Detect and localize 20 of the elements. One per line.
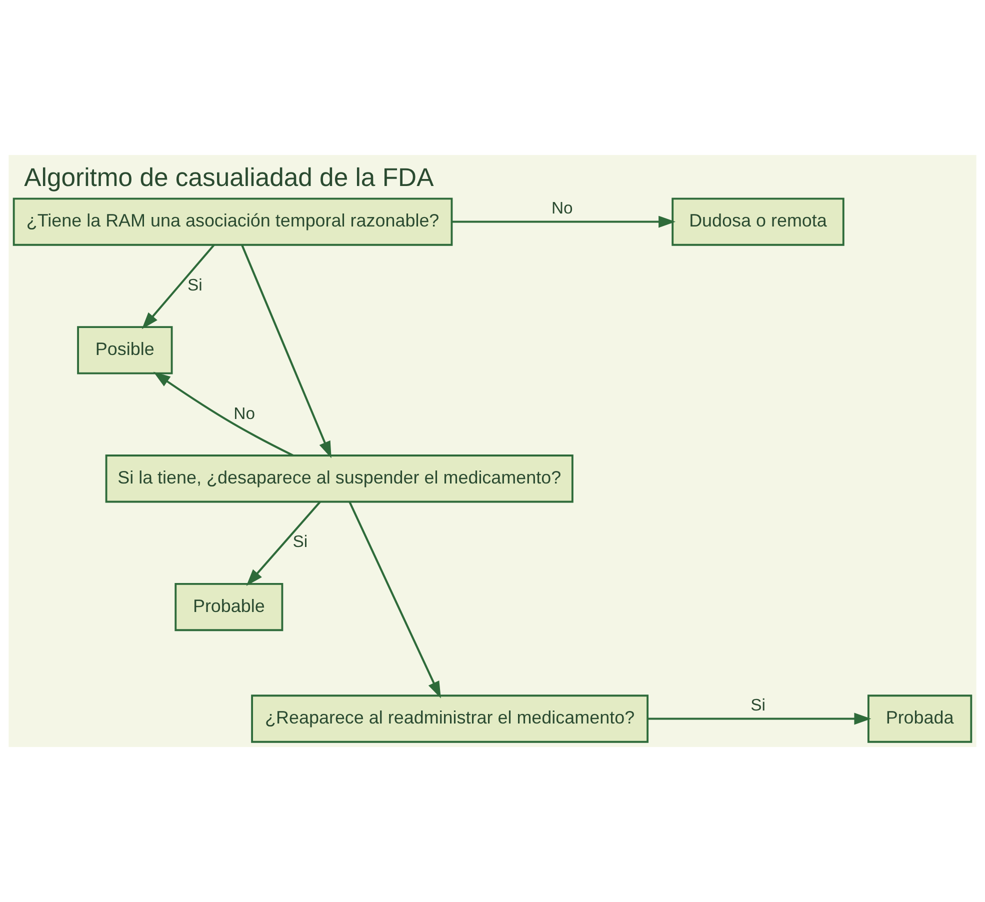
node-box: ¿Tiene la RAM una asociación temporal razonable? [12, 198, 453, 246]
diagram-title: Algoritmo de casualiadad de la FDA [24, 164, 434, 192]
node-box: Probable [174, 582, 284, 632]
arrow [241, 244, 332, 458]
arrow [348, 501, 441, 698]
arrow [452, 216, 676, 228]
edge-label: Si [292, 532, 308, 552]
edge-label: No [551, 198, 573, 218]
arrow [142, 244, 215, 330]
edge-label: No [234, 404, 256, 423]
edge-label: Si [187, 275, 202, 294]
arrow [648, 712, 872, 725]
node-box: Si la tiene, ¿desaparece al suspender el medicamento? [105, 454, 574, 503]
node-box: Posible [77, 326, 173, 374]
edge-label: Si [750, 695, 766, 714]
node-box: ¿Reaparece al readministrar el medicamento? [251, 694, 649, 743]
node-box: Probada [867, 694, 972, 743]
arrow [246, 501, 321, 586]
node-box: Dudosa o remota [672, 198, 844, 246]
arrow [153, 372, 294, 456]
